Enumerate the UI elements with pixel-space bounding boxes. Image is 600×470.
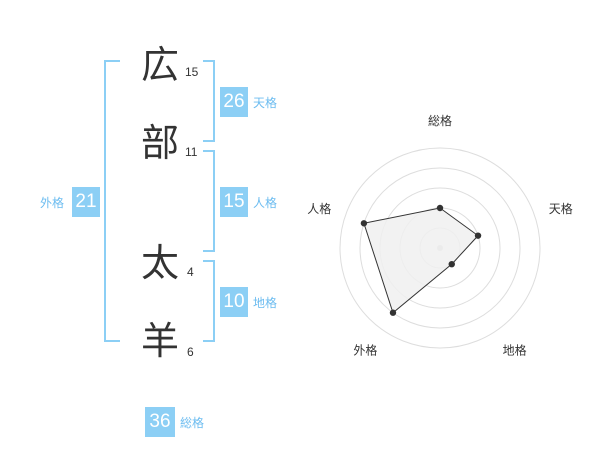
radar-point-5 [360, 220, 368, 227]
radar-point-1 [436, 204, 444, 212]
tenkaku-value: 26 [220, 87, 248, 117]
tenkaku-label: 天格 [253, 96, 278, 110]
radar-axis-label: 地格 [503, 343, 527, 358]
radar-axis-label: 人格 [307, 201, 331, 216]
radar-grid-ring [339, 147, 541, 349]
radar-axis-label: 総格 [428, 113, 452, 128]
jinkaku-value: 15 [220, 187, 248, 217]
radar-grid-ring [359, 167, 521, 329]
tenkaku-bracket [203, 60, 215, 142]
name-char-3: 太 [141, 241, 180, 285]
soukaku-value: 36 [145, 407, 175, 437]
gaikaku-label: 外格 [40, 196, 65, 210]
soukaku-label: 総格 [180, 416, 205, 430]
gaikaku-value: 21 [72, 187, 100, 217]
radar-axis-label: 外格 [353, 343, 377, 358]
name-char-1: 広 [141, 43, 180, 87]
radar-point-2 [474, 232, 482, 239]
stroke-count-3: 4 [187, 265, 194, 279]
gaikaku-bracket [104, 60, 120, 342]
chikaku-value: 10 [220, 287, 248, 317]
radar-point-4 [389, 309, 397, 316]
name-char-4: 羊 [141, 319, 180, 363]
stroke-count-2: 11 [185, 145, 198, 159]
radar-data-area [363, 207, 479, 314]
stroke-count-4: 6 [187, 345, 194, 359]
jinkaku-label: 人格 [253, 196, 278, 210]
name-char-2: 部 [141, 121, 180, 165]
jinkaku-bracket [203, 150, 215, 252]
stroke-count-1: 15 [185, 65, 199, 79]
chikaku-label: 地格 [253, 296, 278, 310]
radar-point-3 [448, 260, 455, 268]
radar-axis-label: 天格 [549, 201, 573, 216]
chikaku-bracket [203, 260, 215, 342]
